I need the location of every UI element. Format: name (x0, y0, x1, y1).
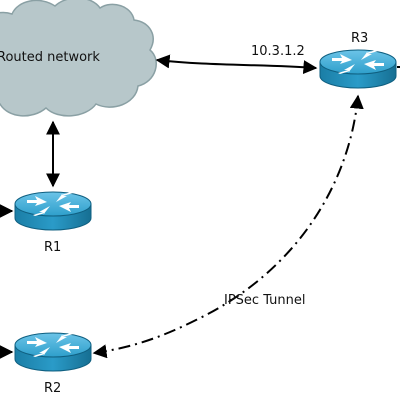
router-icon (319, 49, 397, 89)
link-cloud-r3 (155, 54, 318, 75)
router-r2 (14, 332, 92, 372)
router-r2-label: R2 (44, 381, 61, 396)
ipsec-tunnel-label: IPSec Tunnel (224, 293, 306, 308)
router-icon (14, 332, 92, 372)
r3-address-label: 10.3.1.2 (251, 44, 305, 59)
router-r3 (319, 49, 397, 89)
router-icon (14, 191, 92, 231)
cloud-label: Routed network (0, 50, 100, 65)
cloud-icon (0, 0, 157, 117)
router-r1-label: R1 (44, 240, 61, 255)
router-r3-label: R3 (351, 31, 368, 46)
routed-network-cloud: Routed network (0, 0, 157, 117)
router-r1 (14, 191, 92, 231)
ipsec-tunnel-link (92, 94, 364, 359)
